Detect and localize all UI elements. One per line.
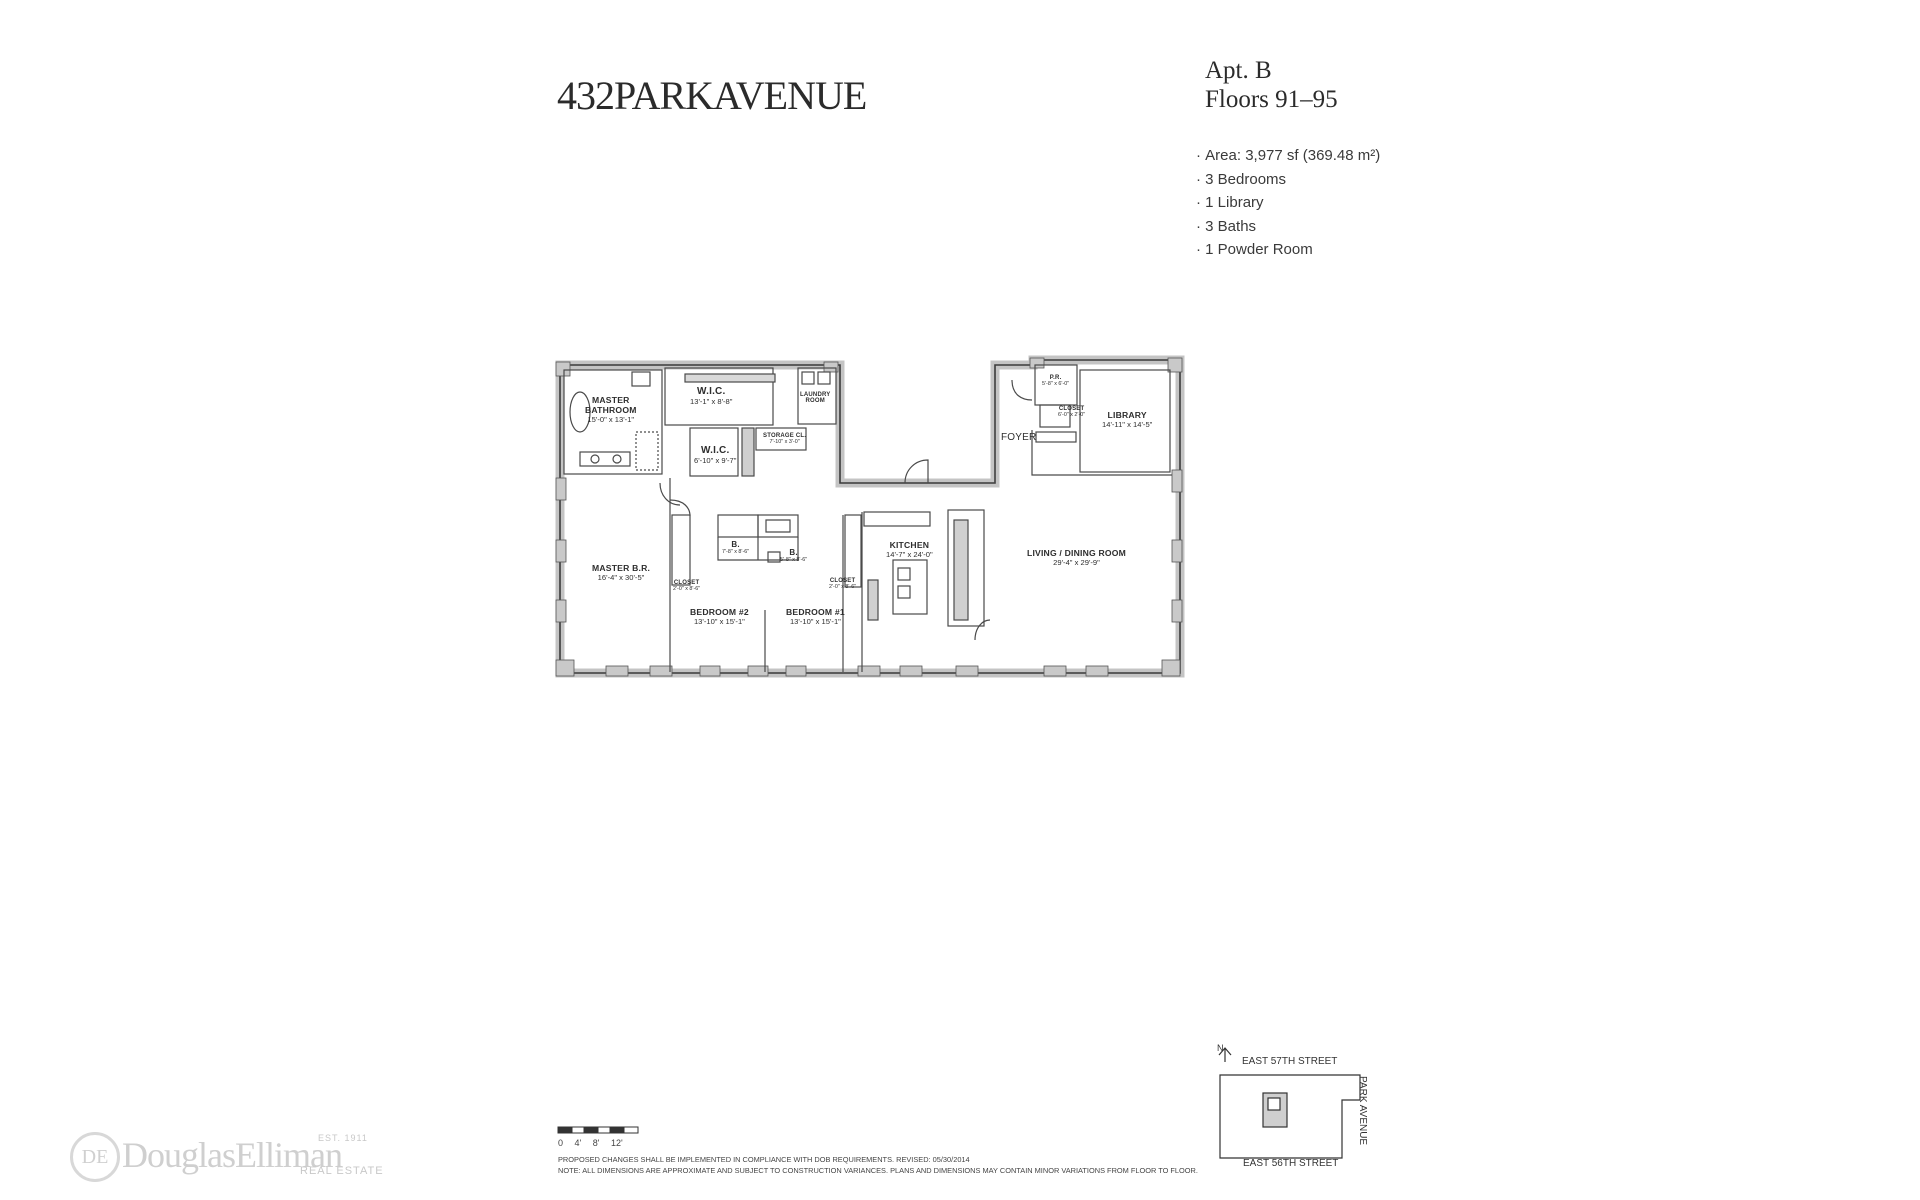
brand-established: EST. 1911 — [318, 1133, 368, 1143]
scale-bar — [557, 1126, 639, 1134]
room-bedroom-2: BEDROOM #2 13'-10" x 15'-1" — [690, 607, 749, 626]
street-south-label: EAST 56TH STREET — [1243, 1158, 1339, 1169]
revision-note: PROPOSED CHANGES SHALL BE IMPLEMENTED IN… — [558, 1155, 970, 1164]
apartment-name: Apt. B — [1205, 57, 1272, 84]
brand-watermark: DE DouglasElliman EST. 1911 REAL ESTATE — [70, 1132, 383, 1182]
room-foyer: FOYER — [1001, 432, 1037, 443]
feature-item-area: Area: 3,977 sf (369.48 m²) — [1196, 144, 1380, 168]
room-closet-bedroom-1: CLOSET 2'-0" x 8'-6" — [829, 578, 857, 590]
dimension-note: NOTE: ALL DIMENSIONS ARE APPROXIMATE AND… — [558, 1166, 1198, 1175]
room-kitchen: KITCHEN 14'-7" x 24'-0" — [886, 540, 933, 559]
room-storage-closet: STORAGE CL. 7'-10" x 3'-0" — [763, 433, 807, 445]
north-indicator: N — [1217, 1043, 1224, 1053]
room-living-dining: LIVING / DINING ROOM 29'-4" x 29'-9" — [1027, 548, 1127, 567]
scale-label: 0 — [558, 1138, 564, 1148]
scale-label: 8' — [592, 1138, 600, 1148]
apartment-title: Apt. B Floors 91–95 — [1205, 56, 1338, 114]
feature-list: Area: 3,977 sf (369.48 m²) 3 Bedrooms 1 … — [1196, 144, 1380, 262]
apartment-floors: Floors 91–95 — [1205, 86, 1338, 113]
feature-item-powder-room: 1 Powder Room — [1196, 238, 1380, 262]
room-closet-library: CLOSET 6'-0" x 2'-0" — [1058, 406, 1086, 418]
room-master-bedroom: MASTER B.R. 16'-4" x 30'-5" — [592, 563, 651, 582]
room-bedroom-1: BEDROOM #1 13'-10" x 15'-1" — [786, 607, 845, 626]
room-bath-bedroom-2: B. 7'-8" x 8'-6" — [722, 540, 750, 555]
scale-label: 12' — [611, 1138, 623, 1148]
scale-labels: 0 4' 8' 12' — [558, 1138, 623, 1148]
key-map-drawing — [1218, 1047, 1361, 1159]
room-laundry: LAUNDRY ROOM — [800, 392, 831, 404]
brand-name: DouglasElliman — [122, 1135, 343, 1175]
room-wic-small: W.I.C. 6'-10" x 9'-7" — [694, 445, 737, 465]
room-closet-bedroom-2: CLOSET 2'-0" x 8'-6" — [673, 580, 701, 592]
feature-item-bedrooms: 3 Bedrooms — [1196, 168, 1380, 192]
street-north-label: EAST 57TH STREET — [1242, 1056, 1338, 1067]
building-logo: 432PARKAVENUE — [557, 73, 867, 118]
scale-label: 4' — [574, 1138, 582, 1148]
room-bath-bedroom-1: B. 5'-8" x 8'-6" — [780, 548, 808, 563]
room-wic-top: W.I.C. 13'-1" x 8'-8" — [690, 386, 733, 406]
brand-emblem-icon: DE — [70, 1132, 120, 1182]
room-library: LIBRARY 14'-11" x 14'-5" — [1102, 410, 1153, 429]
room-master-bathroom: MASTER BATHROOM 15'-0" x 13'-1" — [585, 395, 637, 424]
avenue-east-label: PARK AVENUE — [1357, 1076, 1368, 1146]
room-powder-room: P.R. 5'-8" x 6'-0" — [1042, 375, 1070, 387]
brand-subtitle: REAL ESTATE — [300, 1165, 384, 1177]
feature-item-library: 1 Library — [1196, 191, 1380, 215]
feature-item-baths: 3 Baths — [1196, 215, 1380, 239]
